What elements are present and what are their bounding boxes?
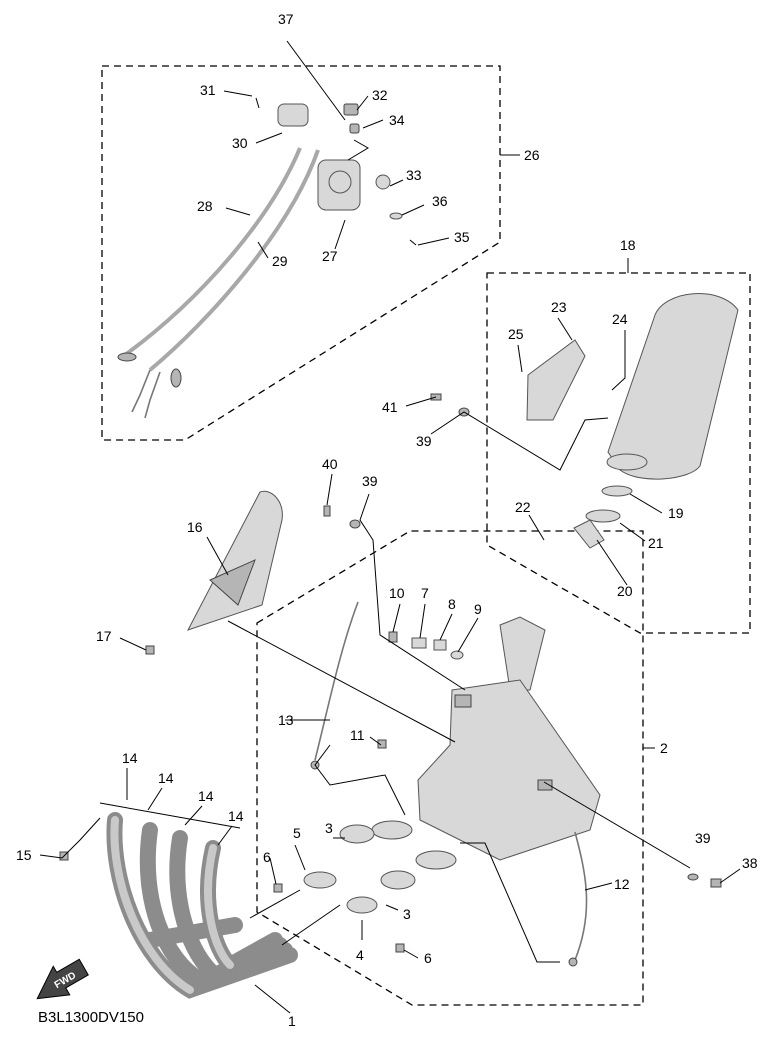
callout-15: 15: [16, 847, 32, 863]
callout-labels: 37 31 32 34 30 26 33 28 36 35 29 27 18 2…: [16, 11, 758, 1029]
callout-9: 9: [474, 601, 482, 617]
callout-11: 11: [350, 727, 365, 743]
callout-32: 32: [372, 87, 388, 103]
callout-16: 16: [187, 519, 203, 535]
callout-8: 8: [448, 596, 456, 612]
callout-17: 17: [96, 628, 112, 644]
group-box-2: [256, 530, 644, 1006]
callout-5: 5: [293, 825, 301, 841]
callout-14d: 14: [228, 808, 244, 824]
callout-38: 38: [742, 855, 758, 871]
callout-14c: 14: [198, 788, 214, 804]
callout-27: 27: [322, 248, 338, 264]
group-box-18: [486, 272, 751, 634]
callout-4: 4: [356, 947, 364, 963]
callout-14a: 14: [122, 750, 138, 766]
callout-6a: 6: [263, 849, 271, 865]
callout-40: 40: [322, 456, 338, 472]
callout-21: 21: [648, 535, 664, 551]
exhaust-valve-group: [117, 97, 417, 419]
callout-34: 34: [389, 112, 405, 128]
callout-33: 33: [406, 167, 422, 183]
callout-10: 10: [389, 585, 405, 601]
callout-22: 22: [515, 499, 531, 515]
callout-19: 19: [668, 505, 684, 521]
fwd-arrow-icon: FWD: [36, 958, 89, 1000]
header-pipes: [106, 812, 298, 999]
callout-18: 18: [620, 237, 636, 253]
callout-35: 35: [454, 229, 470, 245]
callout-41: 41: [382, 399, 398, 415]
leader-lines: [39, 40, 741, 1014]
callout-26: 26: [524, 147, 540, 163]
callout-2: 2: [660, 740, 668, 756]
callout-30: 30: [232, 135, 248, 151]
callout-12: 12: [614, 876, 630, 892]
callout-24: 24: [612, 311, 628, 327]
callout-23: 23: [551, 299, 567, 315]
callout-20: 20: [617, 583, 633, 599]
muffler-group: [526, 293, 739, 549]
callout-13: 13: [278, 712, 294, 728]
callout-3b: 3: [403, 906, 411, 922]
callout-14b: 14: [158, 770, 174, 786]
heat-shield: [186, 490, 283, 631]
callout-29: 29: [272, 253, 288, 269]
exhaust-chamber: [371, 616, 601, 870]
callout-39c: 39: [695, 830, 711, 846]
callout-39b: 39: [362, 473, 378, 489]
callout-39a: 39: [416, 433, 432, 449]
callout-3a: 3: [325, 820, 333, 836]
callout-36: 36: [432, 193, 448, 209]
callout-37: 37: [278, 11, 294, 27]
callout-31: 31: [200, 82, 216, 98]
callout-25: 25: [508, 326, 524, 342]
callout-6b: 6: [424, 950, 432, 966]
callout-7: 7: [421, 585, 429, 601]
group-box-26: [101, 65, 501, 441]
callout-28: 28: [197, 198, 213, 214]
callout-1: 1: [288, 1013, 296, 1029]
diagram-code: B3L1300DV150: [38, 1009, 144, 1026]
